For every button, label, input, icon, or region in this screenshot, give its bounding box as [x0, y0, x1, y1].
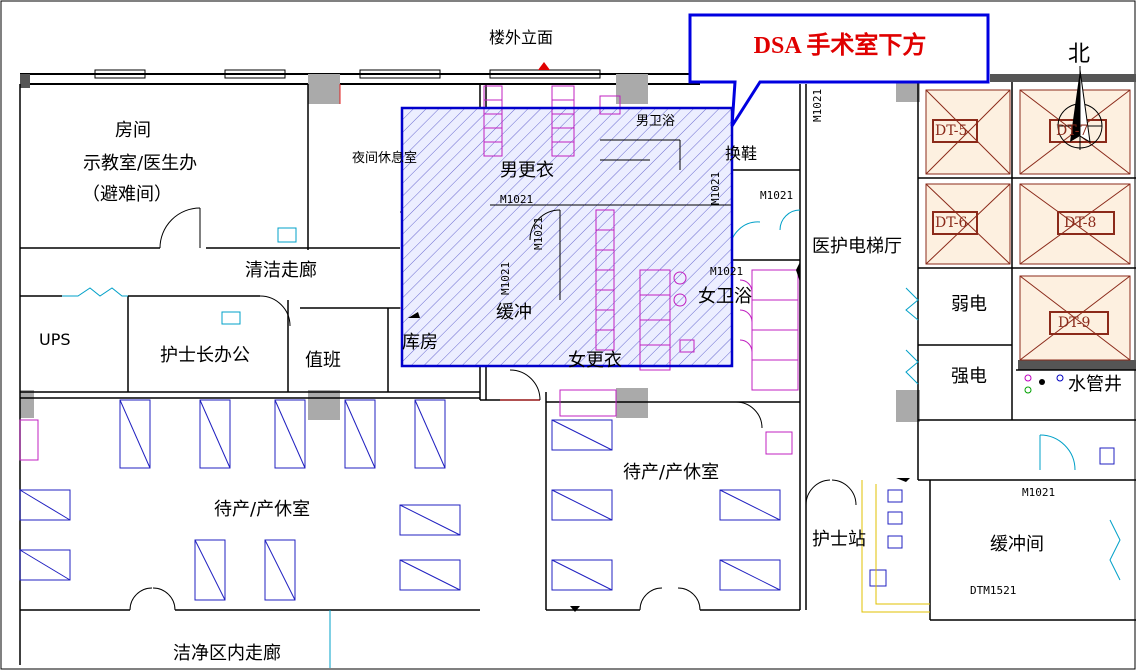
room-label-strong-elec: 强电: [951, 366, 987, 387]
room-label-duty: 值班: [305, 350, 341, 371]
facade-marker: [538, 62, 550, 70]
door-code: DTM1521: [970, 584, 1017, 597]
door-code-vertical: M1021: [811, 88, 824, 122]
elevator-label: DT-8: [1064, 215, 1097, 231]
room-label-labor-left: 待产/产休室: [214, 499, 311, 520]
door-code: M1021: [500, 193, 534, 206]
elevator-label: DT-9: [1058, 315, 1091, 331]
door-code-vertical: M1021: [532, 216, 545, 250]
room-label-room: 房间: [115, 120, 151, 141]
room-label-medical-elevator: 医护电梯厅: [812, 236, 902, 257]
room-label-water-shaft: 水管井: [1068, 374, 1122, 395]
room-label-refuge: （避难间）: [82, 184, 172, 205]
elevator-shafts: [925, 89, 1131, 361]
elevator-label: DT-7: [1056, 123, 1089, 139]
elevator-label: DT-6: [935, 215, 968, 231]
dsa-zone: [400, 85, 734, 371]
door-code: M1021: [1022, 486, 1056, 499]
nurse-counter: [861, 480, 930, 613]
north-label: 北: [1068, 42, 1091, 67]
beds: [19, 399, 1115, 601]
callout: [688, 13, 990, 127]
north-arrow-icon: [1057, 66, 1103, 150]
room-label-men-change: 男更衣: [500, 160, 554, 181]
room-label-buffer-room: 缓冲间: [990, 534, 1044, 555]
room-label-storage: 库房: [402, 332, 438, 353]
door-code: M1021: [760, 189, 794, 202]
room-label-shoe-change: 换鞋: [725, 144, 758, 163]
facade-windows: [94, 69, 601, 79]
room-label-inner-corridor: 洁净区内走廊: [173, 643, 281, 664]
room-label-labor-right: 待产/产休室: [623, 462, 720, 483]
room-label-ups: UPS: [39, 330, 71, 349]
room-label-buffer: 缓冲: [496, 302, 532, 323]
door-code-vertical: M1021: [499, 261, 512, 295]
water-shaft-pipes: [1024, 374, 1064, 394]
facade-label: 楼外立面: [489, 28, 554, 47]
room-label-men-wc: 男卫浴: [636, 114, 676, 129]
room-label-weak-elec: 弱电: [951, 294, 987, 315]
door-code: M1021: [710, 265, 744, 278]
elevator-label: DT-5: [935, 123, 968, 139]
room-label-women-wc: 女卫浴: [698, 286, 752, 307]
callout-text: DSA 手术室下方: [753, 33, 927, 59]
door-markers: [408, 262, 910, 612]
room-label-teaching: 示教室/医生办: [83, 153, 198, 174]
interior-walls: [19, 82, 1136, 665]
plumbing-fixtures: [19, 269, 799, 461]
door-code-vertical: M1021: [709, 171, 722, 205]
room-label-night-rest: 夜间休息室: [352, 151, 418, 166]
room-label-women-change: 女更衣: [568, 350, 622, 371]
room-label-clean-corridor: 清洁走廊: [245, 260, 317, 281]
room-label-head-nurse: 护士长办公: [160, 345, 250, 366]
room-label-nurse-station: 护士站: [812, 529, 866, 550]
